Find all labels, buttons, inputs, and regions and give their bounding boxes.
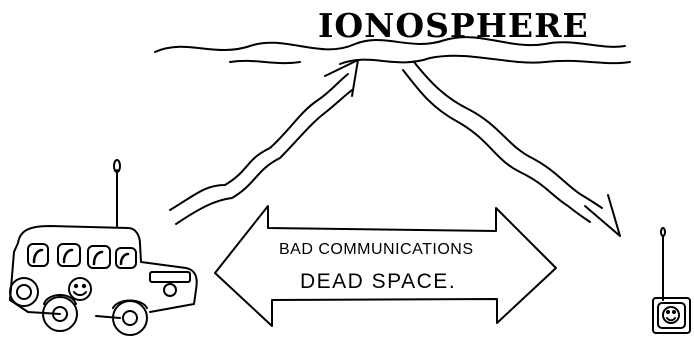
jeep-with-radio-antenna-icon [10, 160, 197, 335]
dead-space-label: DEAD SPACE. [300, 270, 456, 294]
upward-signal-arrow [170, 60, 358, 224]
handheld-radio-receiver-icon [653, 228, 690, 333]
bad-communications-label: BAD COMMUNICATIONS [279, 241, 473, 259]
dead-space-double-arrow [215, 206, 556, 326]
smiley-face-icon [69, 278, 91, 300]
downward-signal-arrow [403, 62, 620, 236]
ionosphere-label: IONOSPHERE [318, 6, 589, 45]
